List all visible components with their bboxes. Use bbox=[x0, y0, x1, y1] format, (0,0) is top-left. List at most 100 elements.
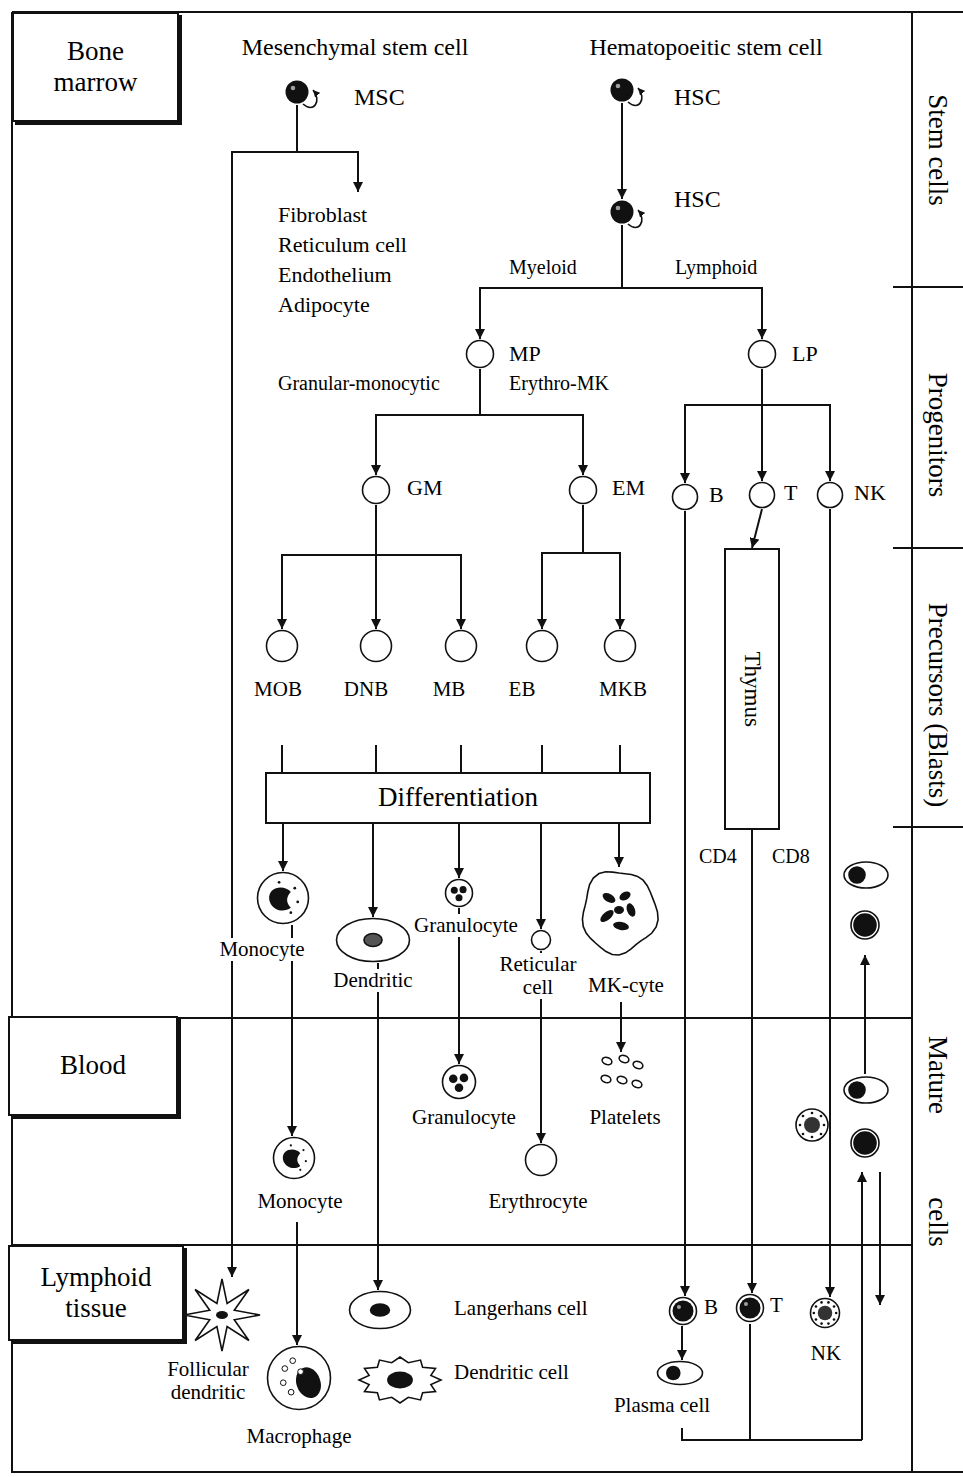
cell-part bbox=[449, 1074, 458, 1083]
cell-node: T bbox=[735, 1293, 765, 1323]
cell-label: Plasma cell bbox=[612, 1394, 712, 1417]
cell-drawing bbox=[348, 1290, 412, 1330]
cell-part bbox=[267, 631, 298, 662]
lymphocyte-figure bbox=[820, 1133, 823, 1136]
cell-part bbox=[835, 1312, 838, 1315]
cell-drawing bbox=[255, 871, 311, 925]
stage-label: cells bbox=[922, 1195, 952, 1248]
cell-part bbox=[361, 631, 392, 662]
connector bbox=[751, 830, 753, 1293]
cell-part bbox=[818, 483, 843, 508]
cell-part bbox=[282, 1366, 288, 1372]
cell-node: MB bbox=[444, 629, 478, 663]
cell-part bbox=[618, 890, 632, 903]
cell-part bbox=[288, 1389, 294, 1395]
cell-drawing bbox=[816, 481, 844, 509]
cell-part bbox=[582, 872, 658, 955]
cell-label: T bbox=[768, 1294, 785, 1317]
cell-node: MK-cyte bbox=[578, 867, 660, 957]
cell-node: B bbox=[668, 1296, 698, 1326]
region-box: Lymphoid tissue bbox=[8, 1245, 184, 1341]
cell-drawing bbox=[809, 1297, 841, 1329]
cell-node: MP bbox=[465, 339, 495, 369]
cell-part bbox=[673, 1301, 694, 1322]
cell-label: MSC bbox=[352, 84, 407, 110]
stage-label: Mature bbox=[922, 1034, 952, 1116]
cell-label: LP bbox=[790, 342, 820, 366]
connector bbox=[583, 505, 620, 629]
cell-drawing bbox=[266, 1345, 332, 1411]
annotation-label: Adipocyte bbox=[276, 293, 372, 317]
cell-part bbox=[387, 1372, 413, 1389]
cell-part bbox=[631, 1079, 643, 1089]
recirculation-line bbox=[864, 955, 866, 1074]
cell-drawing bbox=[671, 483, 699, 511]
cell-label: Dendritic bbox=[331, 969, 414, 992]
cell-label: HSC bbox=[672, 84, 723, 110]
cell-label: Macrophage bbox=[245, 1425, 354, 1448]
cell-part bbox=[744, 1302, 748, 1306]
cell-part bbox=[612, 921, 629, 932]
cell-node: Macrophage bbox=[266, 1345, 332, 1411]
cell-label: MB bbox=[431, 678, 468, 701]
cell-label: Monocyte bbox=[217, 938, 306, 961]
connector bbox=[460, 745, 462, 772]
frame-line bbox=[893, 547, 963, 549]
stage-label: Precursors (Blasts) bbox=[922, 601, 952, 810]
annotation-label: Myeloid bbox=[507, 256, 579, 278]
cell-node: B bbox=[671, 483, 699, 511]
lymphocyte-figure bbox=[823, 1124, 826, 1127]
cell-node: Plasma cell bbox=[656, 1360, 704, 1386]
cell-label: EM bbox=[610, 476, 647, 500]
cell-part bbox=[673, 485, 698, 510]
cell-label: B bbox=[702, 1296, 720, 1319]
lymphocyte-figure bbox=[851, 1129, 879, 1157]
recirculation-line bbox=[861, 1172, 863, 1440]
cell-part bbox=[601, 1056, 613, 1066]
cell-part bbox=[611, 79, 634, 102]
cell-part bbox=[813, 1312, 816, 1315]
cell-drawing bbox=[361, 475, 391, 505]
cell-drawing bbox=[578, 867, 660, 957]
cell-part bbox=[670, 1298, 697, 1325]
cell-drawing bbox=[182, 1277, 262, 1353]
annotation-label: CD4 bbox=[697, 845, 739, 867]
branch-arrow bbox=[297, 152, 358, 192]
cell-drawing bbox=[284, 79, 310, 105]
cell-part bbox=[737, 1295, 764, 1322]
cell-part bbox=[302, 1149, 304, 1151]
cell-node: EB bbox=[525, 629, 559, 663]
cell-part bbox=[811, 1299, 840, 1328]
cell-node: HSC bbox=[609, 199, 635, 225]
cell-part bbox=[364, 934, 382, 947]
cell-part bbox=[293, 887, 296, 890]
cell-node: Platelets bbox=[598, 1052, 646, 1094]
cell-drawing bbox=[444, 629, 478, 663]
cell-part bbox=[618, 1054, 630, 1064]
connector bbox=[829, 509, 831, 1297]
connector bbox=[541, 745, 543, 772]
connector bbox=[376, 505, 461, 629]
cell-drawing bbox=[335, 917, 411, 963]
cell-part bbox=[532, 931, 551, 950]
cell-node: MOB bbox=[265, 629, 299, 663]
region-box: Blood bbox=[8, 1016, 178, 1116]
cell-drawing bbox=[603, 629, 637, 663]
cell-label: EB bbox=[507, 678, 538, 701]
lymphocyte-figure bbox=[820, 1115, 823, 1118]
cell-part bbox=[611, 201, 634, 224]
lymphocyte-figure bbox=[796, 1109, 828, 1141]
cell-label: NK bbox=[852, 481, 888, 505]
lymphocyte-figure bbox=[854, 914, 876, 936]
cell-part bbox=[298, 1369, 304, 1375]
cell-node: Granulocyte bbox=[441, 1064, 477, 1100]
connector bbox=[681, 1326, 683, 1360]
cell-drawing bbox=[441, 1064, 477, 1100]
cell-part bbox=[677, 1305, 681, 1309]
cell-drawing bbox=[359, 629, 393, 663]
cell-part bbox=[526, 1145, 557, 1176]
cell-part bbox=[833, 1305, 836, 1308]
cell-label: MKB bbox=[597, 678, 649, 701]
cell-part bbox=[280, 1380, 286, 1386]
